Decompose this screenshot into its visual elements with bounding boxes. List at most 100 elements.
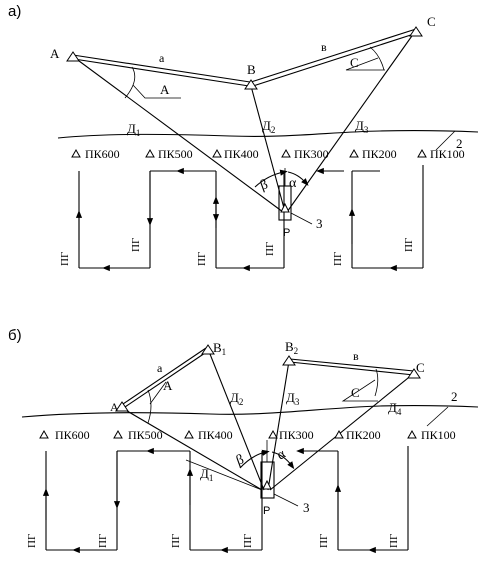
angle-c-leader-b bbox=[341, 379, 378, 402]
d3-label-b: Д3 bbox=[286, 390, 300, 407]
pg-label: ПГ bbox=[403, 238, 415, 252]
picket-row-a: ПК600 ПК500 ПК400 ПК300 ПК200 ПК100 bbox=[71, 147, 465, 161]
triangle-icon bbox=[281, 148, 291, 158]
shore-line-b bbox=[21, 405, 479, 418]
callout-3-leader-a bbox=[290, 212, 313, 225]
angle-a-leader-a bbox=[132, 84, 181, 99]
panel-b: б) 2 A B1 B2 C a в A C bbox=[8, 327, 479, 554]
point-b-label-a: B bbox=[247, 62, 256, 77]
pg-label: ПГ bbox=[242, 534, 254, 548]
callout-2-leader-b bbox=[426, 406, 449, 427]
d2-label-b: Д2 bbox=[230, 390, 243, 407]
picket-label: ПК400 bbox=[198, 428, 233, 442]
callout-3-a: 3 bbox=[316, 216, 323, 231]
d1-label-a: Д1 bbox=[127, 121, 140, 138]
station-p-label-a: P bbox=[283, 227, 290, 239]
pg-label: ПГ bbox=[388, 534, 400, 548]
triangle-icon bbox=[39, 429, 49, 439]
triangle-icon bbox=[334, 429, 344, 439]
callout-2-leader-a bbox=[435, 130, 456, 151]
panel-a: а) 2 A B C a в A C Д1 bbox=[8, 3, 479, 272]
pg-label: ПГ bbox=[196, 252, 208, 266]
callout-3-b: 3 bbox=[303, 500, 310, 515]
angle-a-label-a: A bbox=[160, 82, 170, 97]
triangle-icon bbox=[71, 148, 81, 158]
side-b-label-a: в bbox=[321, 40, 327, 54]
pg-label: ПГ bbox=[332, 252, 344, 266]
angle-a-arc-a bbox=[124, 66, 136, 99]
side-a-label-a: a bbox=[159, 51, 165, 65]
angle-c-label-a: C bbox=[350, 55, 359, 70]
angle-beta-label-b: β bbox=[234, 452, 246, 469]
ray-d2-b bbox=[207, 348, 265, 491]
point-a-label-b: A bbox=[110, 400, 119, 414]
point-b2-label-b: B2 bbox=[285, 339, 298, 356]
panel-b-label: б) bbox=[8, 327, 22, 344]
d4-label-b: Д4 bbox=[388, 400, 402, 417]
callout-2-a: 2 bbox=[456, 136, 463, 151]
triangle-icon bbox=[212, 148, 222, 158]
angle-beta-arc-a bbox=[254, 169, 288, 188]
triangle-icon bbox=[184, 429, 194, 439]
d3-label-a: Д3 bbox=[355, 118, 369, 135]
pg-label: ПГ bbox=[130, 238, 142, 252]
pg-label: ПГ bbox=[318, 534, 330, 548]
picket-label: ПК300 bbox=[294, 147, 329, 161]
point-b1-marker-b bbox=[201, 344, 215, 355]
ray-d3-b bbox=[267, 360, 290, 491]
d2-label-a: Д2 bbox=[262, 118, 275, 135]
angle-beta-label-a: β bbox=[258, 177, 270, 194]
station-p-box-b bbox=[260, 461, 275, 499]
triangle-icon bbox=[268, 429, 278, 439]
picket-label: ПК600 bbox=[55, 428, 90, 442]
triangle-icon bbox=[407, 429, 417, 439]
picket-row-b: ПК600 ПК500 ПК400 ПК300 ПК200 ПК100 bbox=[39, 428, 456, 442]
side-b-label-b: в bbox=[353, 349, 359, 363]
traverse-a bbox=[75, 165, 424, 272]
angle-alpha-label-a: α bbox=[289, 176, 297, 191]
side-a-label-b: a bbox=[157, 361, 163, 375]
angle-a-arc-b bbox=[147, 389, 152, 424]
picket-label: ПК600 bbox=[85, 147, 120, 161]
traverse-b bbox=[42, 446, 409, 554]
baseline-b bbox=[119, 347, 415, 410]
ray-d4-b bbox=[269, 373, 414, 491]
pg-label: ПГ bbox=[170, 534, 182, 548]
angle-alpha-arc-b bbox=[271, 451, 295, 470]
triangle-icon bbox=[417, 148, 427, 158]
point-b2-marker-b bbox=[282, 355, 296, 366]
picket-label: ПК100 bbox=[430, 147, 465, 161]
angle-alpha-label-b: α bbox=[275, 446, 289, 463]
station-p-marker-b bbox=[262, 479, 272, 490]
point-a-marker-a bbox=[66, 51, 80, 62]
panel-a-label: а) bbox=[8, 3, 21, 20]
ray-a-b bbox=[121, 407, 263, 491]
point-c-marker-b bbox=[407, 368, 421, 379]
angle-beta-arc-b bbox=[239, 449, 270, 469]
angle-alpha-arc-a bbox=[287, 171, 309, 186]
point-a-label-a: A bbox=[50, 46, 60, 61]
point-a-marker-b bbox=[115, 401, 129, 412]
angle-a-label-b: A bbox=[163, 378, 173, 393]
picket-label: ПК300 bbox=[279, 428, 314, 442]
picket-label: ПК200 bbox=[362, 147, 397, 161]
pg-label: ПГ bbox=[26, 534, 38, 548]
picket-label: ПК500 bbox=[128, 428, 163, 442]
picket-label: ПК200 bbox=[346, 428, 381, 442]
point-c-label-a: C bbox=[427, 14, 436, 29]
triangle-icon bbox=[113, 429, 123, 439]
callout-3-leader-b bbox=[273, 493, 299, 507]
point-c-marker-a bbox=[409, 26, 423, 37]
angle-c-arc-a bbox=[369, 46, 385, 71]
pg-label: ПГ bbox=[97, 534, 109, 548]
triangle-icon bbox=[145, 148, 155, 158]
station-p-marker-a bbox=[280, 202, 290, 213]
angle-c-leader-a bbox=[345, 57, 385, 71]
picket-label: ПК400 bbox=[224, 147, 259, 161]
callout-2-b: 2 bbox=[451, 389, 458, 404]
pg-label: ПГ bbox=[264, 242, 276, 256]
ray-d1-a bbox=[74, 57, 284, 213]
d1-label-b: Д1 bbox=[200, 466, 213, 483]
triangle-icon bbox=[349, 148, 359, 158]
